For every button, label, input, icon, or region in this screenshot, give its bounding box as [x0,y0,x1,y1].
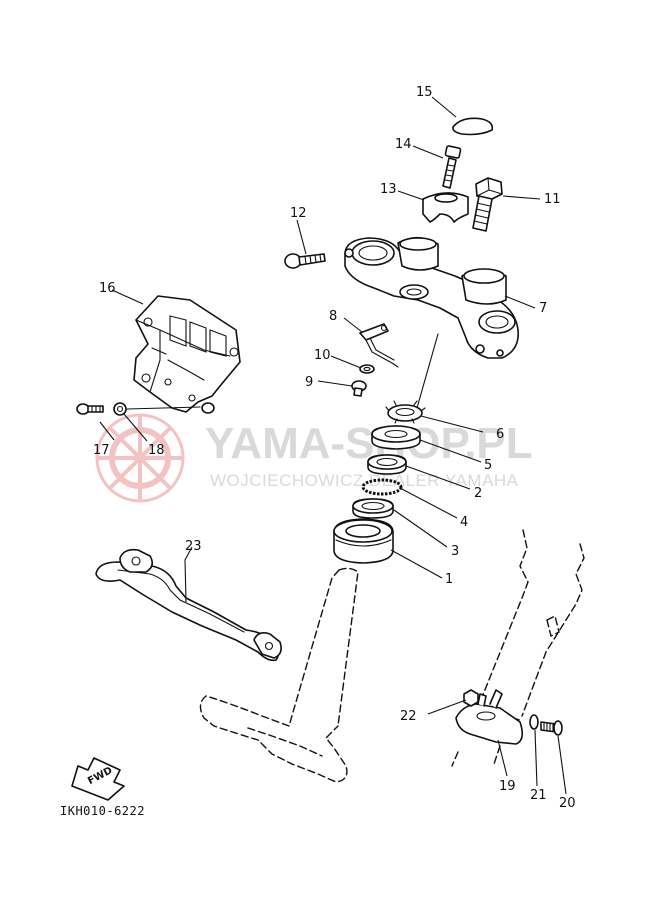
part-20-bolt [540,720,563,736]
watermark-subtitle: WOJCIECHOWICZ DEALER YAMAHA [210,471,519,490]
callout-7: 7 [539,301,547,316]
callout-5: 5 [484,458,492,473]
callout-10: 10 [314,348,331,363]
callout-labels: 15 14 13 11 12 7 16 8 10 9 6 5 2 4 3 1 1… [93,85,576,811]
callout-8: 8 [329,309,337,324]
callout-14: 14 [395,137,412,152]
part-3-outer-race [352,498,394,519]
part-11-bolt [472,177,503,232]
fwd-direction-marker: FWD [71,757,125,801]
part-18-washer [113,402,201,416]
part-6-ring-nut [385,400,426,424]
part-16-meter-bracket [133,295,241,414]
callout-11: 11 [544,192,561,207]
part-19-cable-holder [455,689,524,745]
part-14-bolt [442,145,462,189]
part-12-bolt [284,253,326,269]
lower-bracket-ghost [199,567,359,783]
part-2-bearing-race [367,454,407,475]
callout-13: 13 [380,182,397,197]
callout-17: 17 [93,443,110,458]
callout-2: 2 [474,486,482,501]
callout-9: 9 [305,375,313,390]
callout-21: 21 [530,788,547,803]
part-23-guard-pipe [95,548,282,662]
watermark-logo [95,413,185,503]
callout-1: 1 [445,572,453,587]
callout-6: 6 [496,427,504,442]
part-7-upper-bracket [344,236,519,359]
part-21-washer [529,714,539,730]
callout-4: 4 [460,515,468,530]
part-17-bolt [76,403,104,415]
part-9-screw [351,380,367,397]
callout-12: 12 [290,206,307,221]
part-10-washer [359,364,375,374]
callout-15: 15 [416,85,433,100]
steering-axis-line [416,333,439,409]
part-8-cable-guide [359,323,399,368]
part-5-bearing-cover [371,425,421,450]
part-13-holder-upper [422,192,469,223]
callout-22: 22 [400,709,417,724]
leader-lines [99,96,567,795]
callout-16: 16 [99,281,116,296]
callout-3: 3 [451,544,459,559]
callout-19: 19 [499,779,516,794]
part-22-nut [463,689,479,707]
callout-23: 23 [185,539,202,554]
part-15-cap [452,117,494,136]
part-4-ball-bearing [361,478,403,496]
part-1-lower-bearing [333,518,394,564]
callout-20: 20 [559,796,576,811]
diagram-code: IKH010-6222 [60,804,145,818]
callout-18: 18 [148,443,165,458]
